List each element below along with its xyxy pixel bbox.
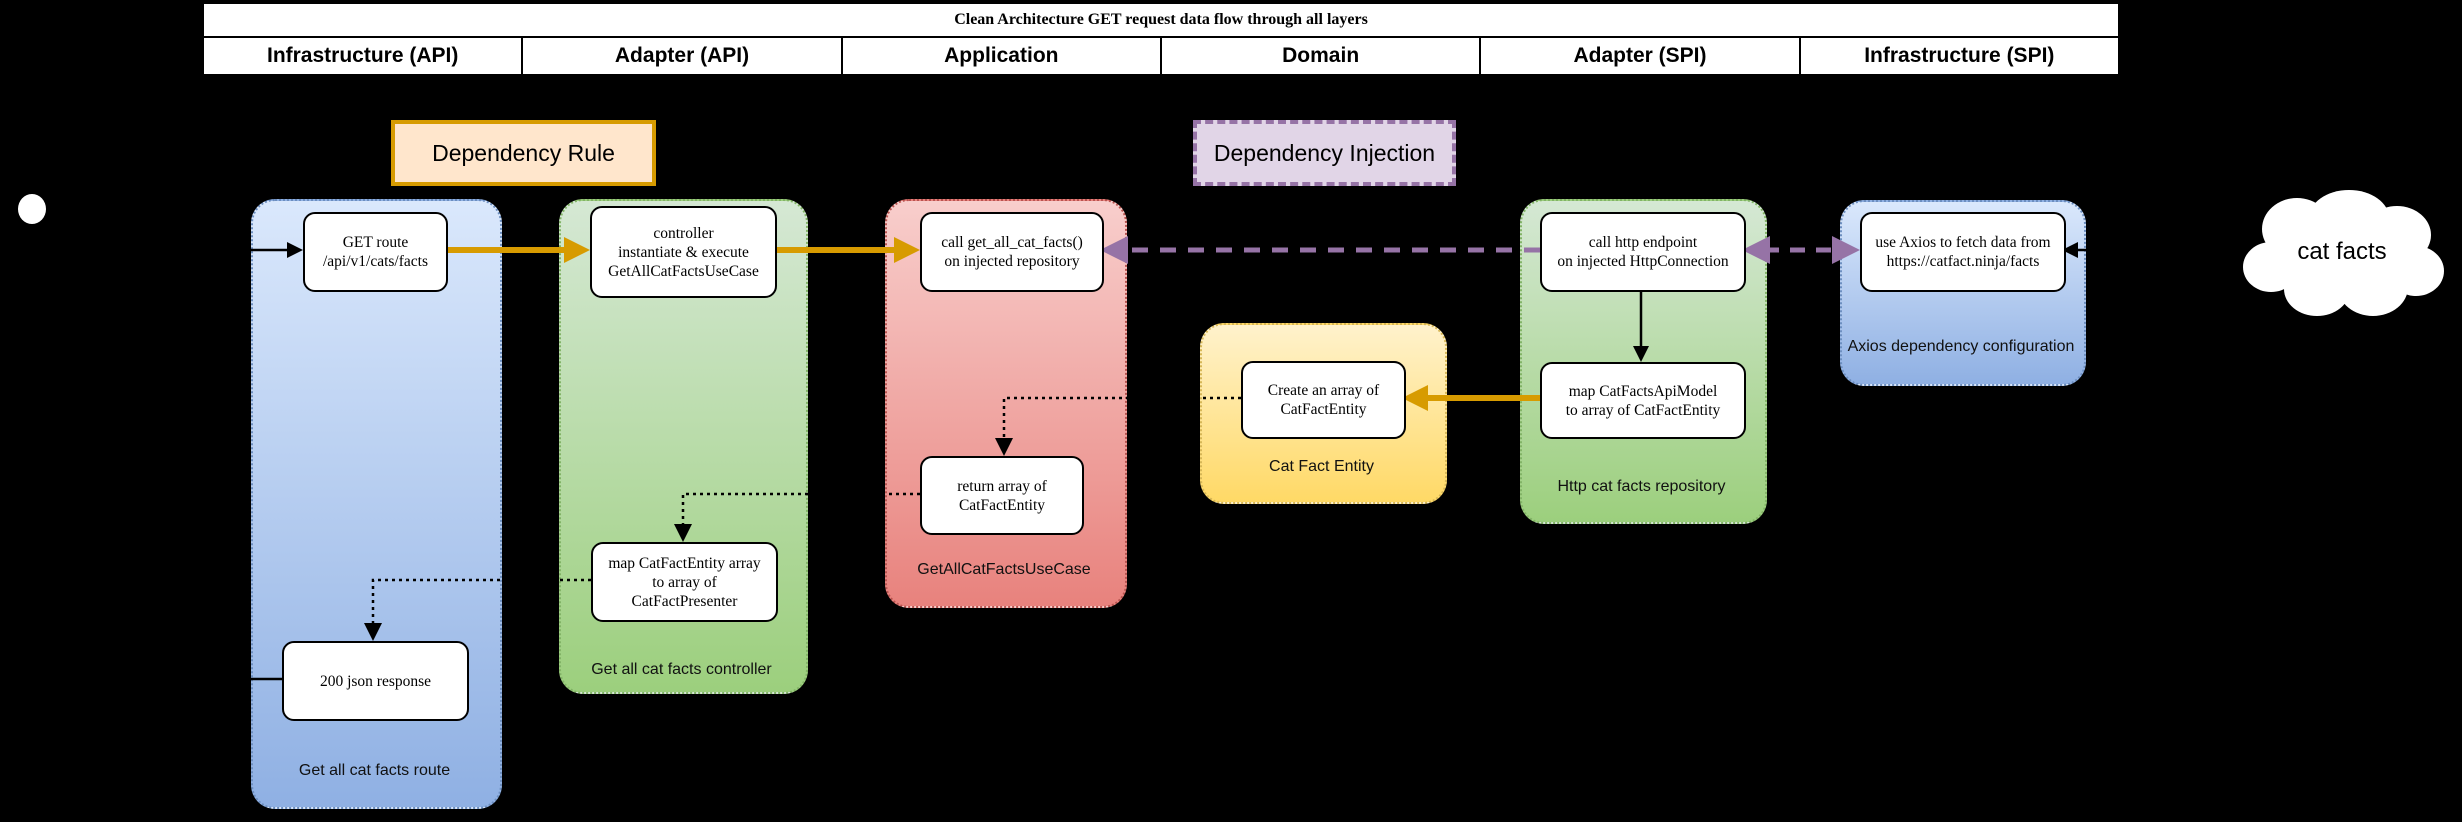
- column-infrastructure-spi: Infrastructure (SPI): [1798, 38, 2118, 74]
- node-map-presenter: map CatFactEntity array to array of CatF…: [591, 542, 778, 622]
- flow-create-entity-to-return-array: [995, 396, 1241, 456]
- node-200-json-response: 200 json response: [282, 641, 469, 721]
- arrow-cloud-to-axios: [2062, 242, 2237, 258]
- lane-label-entity: Cat Fact Entity: [1269, 458, 1374, 475]
- lane-label-repository: Http cat facts repository: [1557, 478, 1726, 495]
- lane-label-usecase: GetAllCatFactsUseCase: [917, 561, 1091, 578]
- node-create-entity-array: Create an array of CatFactEntity: [1241, 361, 1406, 439]
- column-adapter-spi: Adapter (SPI): [1479, 38, 1798, 74]
- pool-header: Clean Architecture GET request data flow…: [202, 2, 2120, 76]
- node-get-route: GET route /api/v1/cats/facts: [303, 212, 448, 292]
- column-adapter-api: Adapter (API): [521, 38, 840, 74]
- column-infrastructure-api: Infrastructure (API): [266, 44, 459, 67]
- arrow-injection-repo-to-usecase: [1100, 236, 1540, 264]
- node-return-array: return array of CatFactEntity: [920, 456, 1084, 535]
- flow-presenter-map-to-response: [364, 578, 591, 641]
- node-use-axios: use Axios to fetch data from https://cat…: [1860, 212, 2066, 292]
- arrow-endpoint-to-mapper: [1633, 288, 1649, 362]
- cloud-label: cat facts: [2297, 238, 2387, 265]
- cloud-icon: [2243, 190, 2444, 316]
- arrow-get-route-to-controller: [444, 237, 590, 263]
- arrow-injection-axios-repo: [1742, 236, 1860, 264]
- node-call-http-endpoint: call http endpoint on injected HttpConne…: [1540, 212, 1746, 292]
- lane-label-route: Get all cat facts route: [298, 762, 451, 779]
- start-state-icon: [18, 194, 46, 224]
- dependency-rule-legend: Dependency Rule: [391, 120, 656, 186]
- node-controller: controller instantiate & execute GetAllC…: [590, 206, 777, 298]
- arrow-mapper-to-create-entity: [1402, 385, 1540, 411]
- dependency-injection-legend: Dependency Injection: [1193, 120, 1456, 186]
- column-application: Application: [840, 38, 1160, 74]
- node-call-get-all-cat-facts: call get_all_cat_facts() on injected rep…: [920, 212, 1104, 292]
- column-domain: Domain: [1159, 38, 1479, 74]
- diagram-title: Clean Architecture GET request data flow…: [202, 2, 2120, 38]
- arrow-start-to-get-route: [150, 242, 303, 258]
- flow-return-array-to-presenter-map: [674, 492, 920, 542]
- layer-columns: Infrastructure (API) Adapter (API) Appli…: [202, 38, 2120, 76]
- node-map-api-model: map CatFactsApiModel to array of CatFact…: [1540, 362, 1746, 439]
- lane-label-controller: Get all cat facts controller: [591, 661, 772, 678]
- arrow-controller-to-usecase: [773, 237, 920, 263]
- lane-label-axios-config: Axios dependency configuration: [1847, 338, 2075, 355]
